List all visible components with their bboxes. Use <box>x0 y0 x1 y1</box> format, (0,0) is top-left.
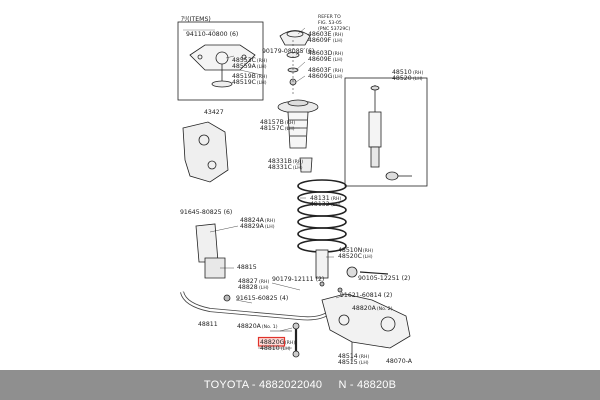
part-label-side-p48603D: (RH) <box>333 51 343 57</box>
part-label-p48603E: 48603E <box>308 31 332 38</box>
coil-spring-icon <box>297 179 347 253</box>
part-label-p48827: 48827 <box>238 278 258 285</box>
mount-plate-icon <box>189 44 256 71</box>
upper-support-icon <box>279 30 311 46</box>
part-label-side-p48510: (RH) <box>413 70 423 76</box>
part-label-p48811: 48811 <box>198 321 218 328</box>
part-label-side-p48609F: (LH) <box>333 38 343 44</box>
exploded-view-drawing: ｱﾘ(ITEMS) 94110-40800 (6) REFER TO FIG. … <box>177 14 428 366</box>
part-label-p48331B: 48331B <box>268 158 292 165</box>
part-label-p90179b: 90179-12111 (2) <box>272 276 324 283</box>
bushing-icon <box>204 257 226 279</box>
part-label-side-p48514: (RH) <box>359 354 369 360</box>
part-label-p48157B: 48157B <box>260 119 284 126</box>
part-label-side-p48603F: (RH) <box>333 68 343 74</box>
part-label-p48824A: 48824A <box>240 217 265 224</box>
part-label-side-p48520C: (LH) <box>363 254 373 260</box>
part-label-side-p48553C: (RH) <box>257 58 267 64</box>
bump-stopper-icon <box>299 157 313 173</box>
part-label-p48815: 48815 <box>237 264 257 271</box>
part-label-p48157C: 48157C <box>260 125 284 132</box>
part-label-p48553C: 48553C <box>232 57 256 64</box>
part-label-p48609F: 48609F <box>308 37 332 44</box>
part-label-p48510: 48510 <box>392 69 412 76</box>
lower-arm-icon <box>321 293 411 349</box>
part-label-p48331C: 48331C <box>268 164 292 171</box>
part-label-p48519C: 48519C <box>232 79 256 86</box>
part-label-p48510N: 48510N <box>338 247 363 254</box>
part-label-p48131: 48131 <box>310 195 330 202</box>
inset-box <box>177 21 264 101</box>
part-label-p48810: 48810 <box>260 345 280 352</box>
part-label-p48519B: 48519B <box>232 73 256 80</box>
part-label-side-p48824A: (RH) <box>265 218 275 224</box>
part-label-p48520: 48520 <box>392 75 412 82</box>
part-label-p48603F: 48603F <box>308 67 332 74</box>
part-label-side-p48559A: (LH) <box>257 64 267 70</box>
part-label-p48515: 48515 <box>338 359 358 366</box>
part-label-side-p48820A2: (No. 2) <box>377 306 393 312</box>
refer-note-line-2: FIG. 53-05 <box>318 20 342 26</box>
shock-absorber-icon <box>368 111 382 148</box>
dust-boot-icon <box>287 111 309 149</box>
part-label-p48820A1: 48820A <box>237 323 262 330</box>
part-label-p48132: 48132 <box>310 201 330 208</box>
part-label-side-p48519B: (RH) <box>257 74 267 80</box>
part-label-side-p48820G: (RH) <box>285 340 295 346</box>
part-label-p48559A: 48559A <box>232 63 257 70</box>
part-label-p48070: 48070-A <box>386 358 413 365</box>
part-label-p48820A2: 48820A <box>352 305 377 312</box>
part-label-side-p48520: (LH) <box>413 76 423 82</box>
part-label-side-p48331B: (RH) <box>293 159 303 165</box>
part-label-side-p48609G: (LH) <box>333 74 343 80</box>
part-label-side-p48829A: (LH) <box>265 224 275 230</box>
footer-text: TOYOTA - 4882022040 N - 48820B <box>203 379 397 391</box>
part-label-side-p48609E: (LH) <box>333 57 343 63</box>
inset-title: ｱﾘ(ITEMS) <box>181 16 211 23</box>
refer-note-line-1: REFER TO <box>318 14 341 20</box>
part-label-p48520C: 48520C <box>338 253 362 260</box>
part-label-p48829A: 48829A <box>240 223 265 230</box>
part-label-side-p48132: (LH) <box>331 202 341 208</box>
part-label-side-p48157C: (LH) <box>285 126 295 132</box>
bracket-icon <box>182 121 229 183</box>
refer-note-line-3: (PNC 53729C) <box>318 26 350 32</box>
part-label-side-p48603E: (RH) <box>333 32 343 38</box>
part-label-side-p48515: (LH) <box>359 360 369 366</box>
part-label-side-p48810: (LH) <box>281 346 291 352</box>
part-label-side-p48157B: (RH) <box>285 120 295 126</box>
part-label-side-p48331C: (LH) <box>293 165 303 171</box>
part-label-side-p48828: (LH) <box>259 285 269 291</box>
part-label-side-p48820A1: (No. 1) <box>262 324 278 330</box>
part-label-p90105: 90105-12251 (2) <box>358 275 410 282</box>
part-label-p91645: 91645-80825 (6) <box>180 209 232 216</box>
part-label-p48820G: 48820G <box>260 339 285 346</box>
part-labels: 48553C(RH)48559A(LH)48519B(RH)48519C(LH)… <box>180 31 423 366</box>
part-label-p48603D: 48603D <box>308 50 333 57</box>
part-label-p48828: 48828 <box>238 284 258 291</box>
footer-bar: TOYOTA - 4882022040 N - 48820B <box>0 370 600 400</box>
part-label-p48609E: 48609E <box>308 56 332 63</box>
shock-inset-box <box>344 77 428 187</box>
part-label-side-p48519C: (LH) <box>257 80 267 86</box>
part-label-p43427: 43427 <box>204 109 224 116</box>
part-label-p91615: 91615-60825 (4) <box>236 295 288 302</box>
part-label-p91621: 91621-60814 (2) <box>340 292 392 299</box>
part-label-p90179: 90179-08085 (6) <box>262 48 314 55</box>
part-label-p48514: 48514 <box>338 353 358 360</box>
part-label-side-p48510N: (RH) <box>363 248 373 254</box>
part-label-side-p48827: (RH) <box>259 279 269 285</box>
inset-part-label: 94110-40800 (6) <box>186 31 238 38</box>
part-label-p48609G: 48609G <box>308 73 333 80</box>
highlight-box <box>257 336 286 347</box>
part-label-side-p48131: (RH) <box>331 196 341 202</box>
